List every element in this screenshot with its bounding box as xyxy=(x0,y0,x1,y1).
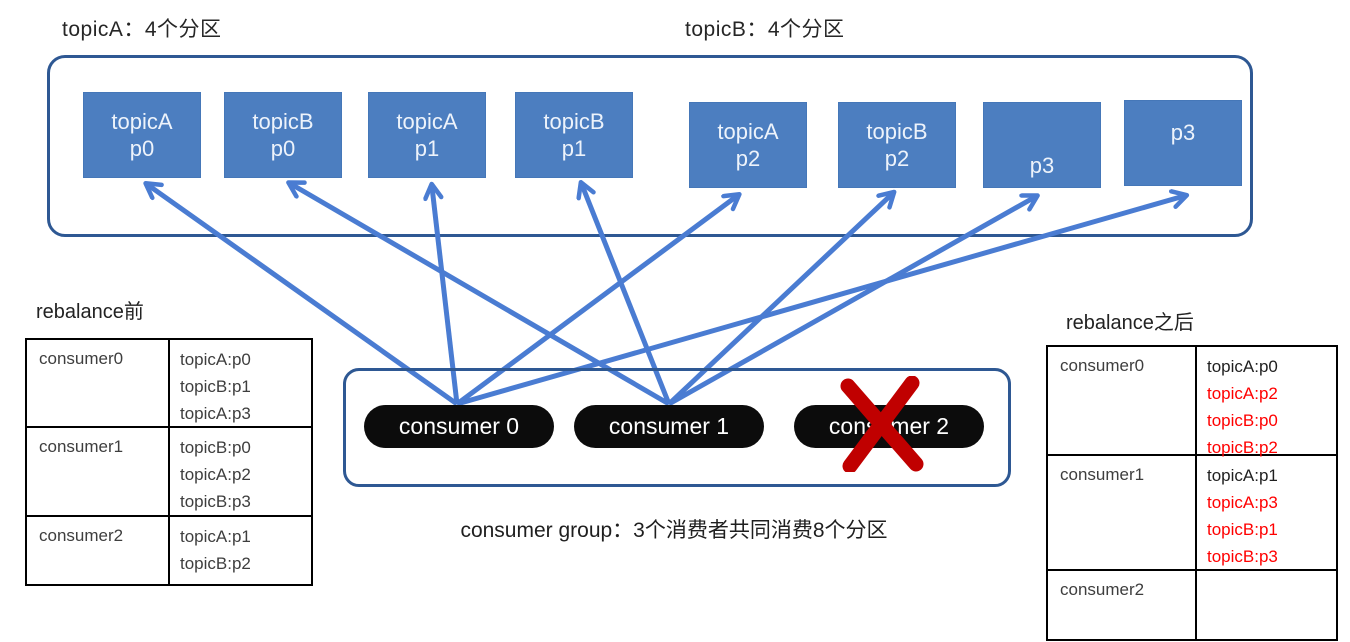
consumer-name-cell: consumer1 xyxy=(1048,456,1197,569)
assignment-entry: topicB:p0 xyxy=(180,438,251,457)
assignment-entry: topicB:p3 xyxy=(180,492,251,511)
before-table-title: rebalance前 xyxy=(36,301,144,323)
assignments-cell: topicA:p1 topicA:p3 topicB:p1 topicB:p3 xyxy=(1197,456,1336,569)
assignments-cell: topicA:p0 topicA:p2 topicB:p0 topicB:p2 xyxy=(1197,347,1336,457)
assignment-entry: topicB:p0 xyxy=(1207,411,1278,430)
partition-box: p3 xyxy=(983,102,1101,188)
table-row: consumer1 topicB:p0 topicA:p2 topicB:p3 xyxy=(27,426,311,515)
assignment-entry: topicA:p2 xyxy=(1207,384,1278,403)
topic-b-title: topicB：4个分区 xyxy=(685,18,845,41)
consumer-pill-label: consumer 0 xyxy=(398,413,520,439)
partition-id-label: p1 xyxy=(414,136,440,161)
partition-id-label: p3 xyxy=(1029,153,1055,178)
assignments-cell: topicA:p0 topicB:p1 topicA:p3 xyxy=(170,340,311,426)
consumer-name-cell: consumer0 xyxy=(27,340,170,426)
partition-topic-label: topicA xyxy=(111,109,173,134)
consumer-group-frame xyxy=(343,368,1011,487)
assignment-entry: topicB:p2 xyxy=(180,554,251,573)
assignments-cell: topicA:p1 topicB:p2 xyxy=(170,517,311,584)
partition-id-label: p2 xyxy=(735,146,761,171)
partition-id-label: p3 xyxy=(1170,120,1196,145)
table-row: consumer2 topicA:p1 topicB:p2 xyxy=(27,515,311,584)
assignment-entry: topicB:p1 xyxy=(180,377,251,396)
partition-topic-label: topicB xyxy=(866,119,928,144)
partition-id-label: p0 xyxy=(129,136,155,161)
table-row: consumer2 xyxy=(1048,569,1336,639)
assignment-entry: topicA:p1 xyxy=(180,527,251,546)
consumer-pill-label: consumer 1 xyxy=(608,413,730,439)
assignment-entry: topicB:p2 xyxy=(1207,438,1278,457)
assignment-entry: topicB:p3 xyxy=(1207,547,1278,566)
consumer-name-cell: consumer0 xyxy=(1048,347,1197,454)
assignment-entry: topicA:p2 xyxy=(180,465,251,484)
after-table-title: rebalance之后 xyxy=(1066,312,1194,334)
table-row: consumer0 topicA:p0 topicB:p1 topicA:p3 xyxy=(27,340,311,426)
topic-a-title: topicA：4个分区 xyxy=(62,18,222,41)
partition-box: p3 xyxy=(1124,100,1242,186)
partition-topic-label: topicA xyxy=(717,119,779,144)
consumer-pill: consumer 1 xyxy=(574,405,764,448)
partition-id-label: p1 xyxy=(561,136,587,161)
assignment-entry: topicB:p1 xyxy=(1207,520,1278,539)
assignment-entry: topicA:p1 xyxy=(1207,466,1278,485)
assignments-cell xyxy=(1197,571,1336,639)
consumer-name-cell: consumer1 xyxy=(27,428,170,515)
consumer-name-cell: consumer2 xyxy=(1048,571,1197,639)
assignment-entry: topicA:p3 xyxy=(180,404,251,423)
assignment-entry: topicA:p0 xyxy=(1207,357,1278,376)
red-x-mark xyxy=(840,376,924,472)
partition-topic-label: topicB xyxy=(252,109,314,134)
assignments-cell: topicB:p0 topicA:p2 topicB:p3 xyxy=(170,428,311,515)
partition-id-label: p2 xyxy=(884,146,910,171)
partition-id-label: p0 xyxy=(270,136,296,161)
assignment-entry: topicA:p0 xyxy=(180,350,251,369)
assignment-entry: topicA:p3 xyxy=(1207,493,1278,512)
consumer-name-cell: consumer2 xyxy=(27,517,170,584)
consumer-pill: consumer 0 xyxy=(364,405,554,448)
partition-topic-label: topicA xyxy=(396,109,458,134)
consumer-group-caption: consumer group：3个消费者共同消费8个分区 xyxy=(460,519,888,542)
partition-topic-label: topicB xyxy=(543,109,605,134)
